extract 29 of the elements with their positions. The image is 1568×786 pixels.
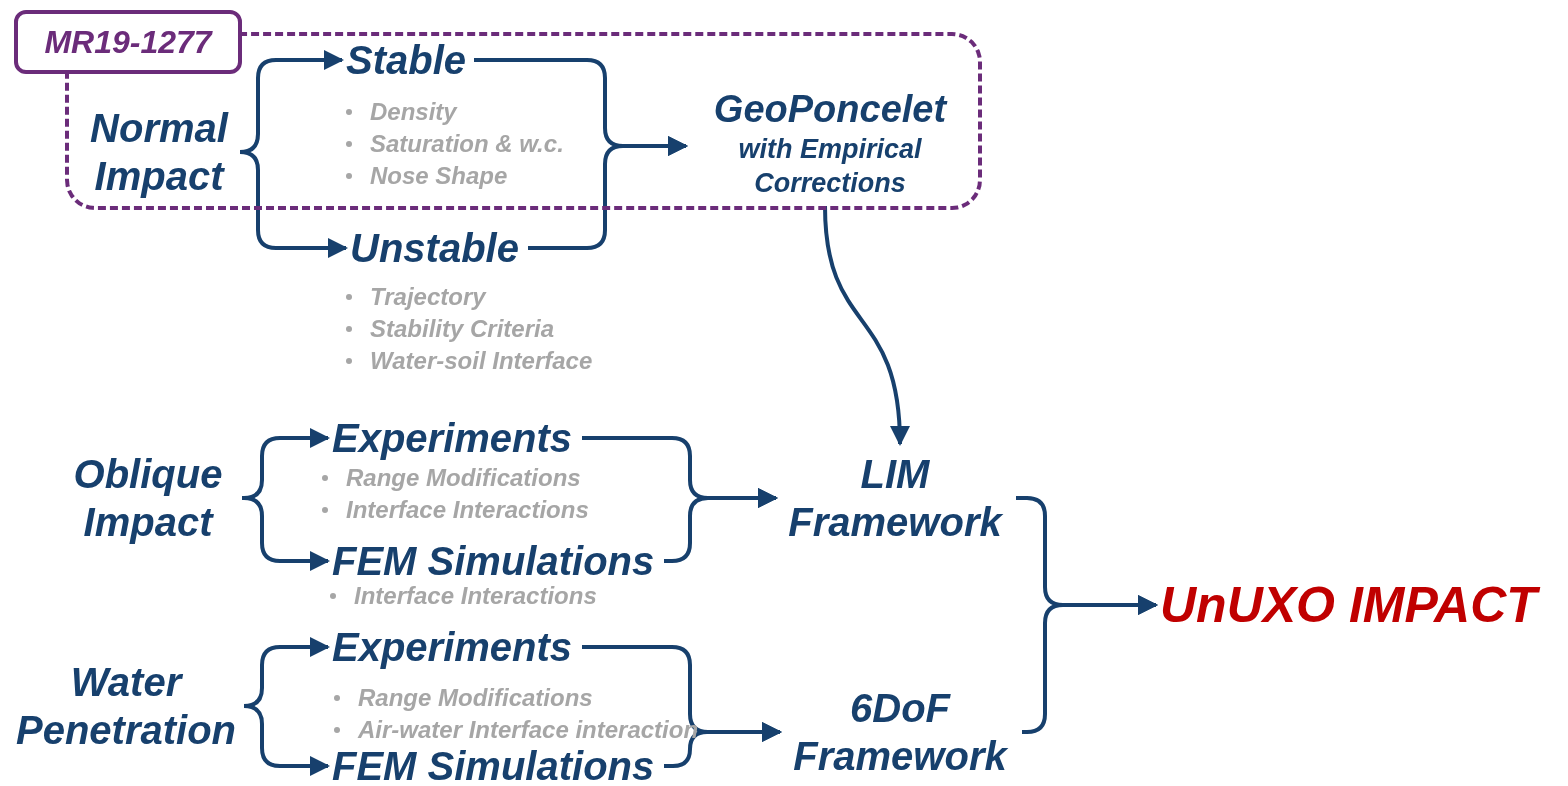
heading-text: Stable [346, 38, 468, 82]
connector-arrow [242, 704, 330, 776]
bullet-text: Nose Shape [370, 161, 508, 191]
heading-text: Experiments [332, 416, 576, 460]
bullet-text: Interface Interactions [346, 495, 589, 525]
heading-text: Unstable [350, 226, 522, 270]
bullet-text: Stability Criteria [370, 314, 555, 344]
heading-text: FEM Simulations [332, 539, 658, 583]
heading-text: Oblique Impact [60, 450, 236, 546]
connector-arrow [241, 496, 330, 571]
heading-text: Normal Impact [74, 104, 244, 200]
bullet-text: Range Modifications [358, 683, 593, 713]
bullet-text: Trajectory [370, 282, 486, 312]
bullet-text: Interface Interactions [354, 581, 597, 611]
bullet-text: Water-soil Interface [370, 346, 593, 376]
bullet-text: Range Modifications [346, 463, 581, 493]
heading-text: Experiments [332, 625, 576, 669]
group-label: MR19-1277 [14, 10, 242, 74]
heading-text: Water Penetration [8, 658, 244, 754]
bullet-text: Saturation & w.c. [370, 129, 564, 159]
heading-text: GeoPoncelet [713, 87, 947, 132]
heading-text: LIM Framework [780, 450, 1010, 546]
bullet-text: Density [370, 97, 457, 127]
heading-text: 6DoF Framework [784, 684, 1016, 780]
connector-arrow [528, 136, 688, 250]
subheading-text: with Empirical Corrections [737, 133, 923, 200]
heading-text: UnUXO IMPACT [1160, 576, 1562, 634]
heading-text: FEM Simulations [332, 746, 658, 786]
connector-arrow [238, 150, 348, 258]
